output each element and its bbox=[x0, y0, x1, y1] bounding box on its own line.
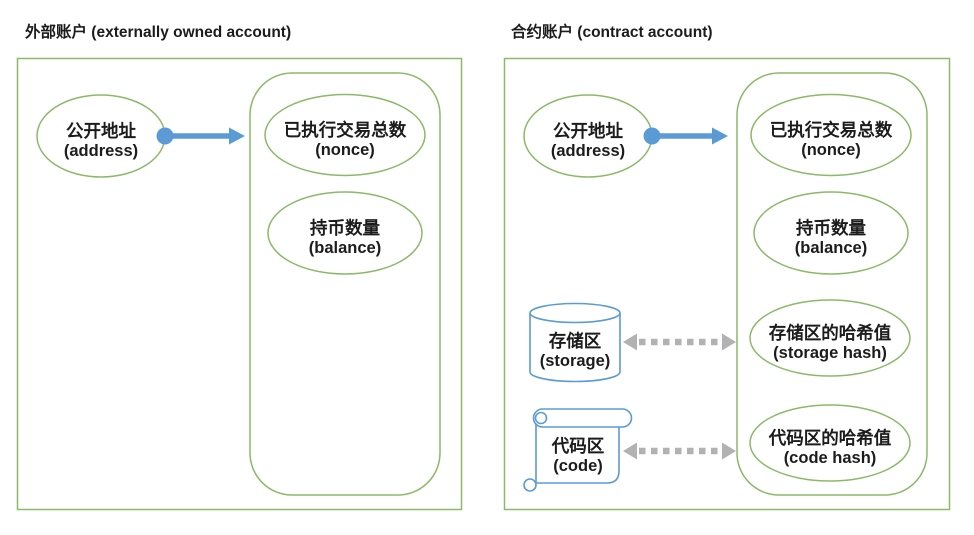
eoa-address-label-zh: 公开地址 bbox=[66, 121, 136, 141]
right-panel-title: 合约账户 (contract account) bbox=[511, 22, 713, 41]
eoa-outer-box bbox=[16, 57, 463, 511]
contract-nonce-label-en: (nonce) bbox=[801, 141, 861, 159]
contract-balance-ellipse bbox=[753, 191, 909, 275]
code-hash-label-zh: 代码区的哈希值 bbox=[768, 428, 892, 448]
contract-address-arrow-icon bbox=[643, 127, 728, 145]
eoa-balance-ellipse bbox=[267, 191, 423, 275]
eoa-nonce-ellipse bbox=[264, 93, 426, 177]
contract-address-label-zh: 公开地址 bbox=[553, 121, 623, 141]
contract-nonce-label-zh: 已执行交易总数 bbox=[770, 120, 893, 140]
storage-hash-label-zh: 存储区的哈希值 bbox=[769, 323, 892, 343]
eoa-state-container bbox=[249, 72, 441, 496]
contract-address-label-en: (address) bbox=[551, 142, 625, 160]
contract-balance-label-en: (balance) bbox=[795, 239, 867, 257]
storage-label-en: (storage) bbox=[540, 352, 611, 370]
eoa-address-arrow-icon bbox=[156, 127, 245, 145]
eoa-nonce-label-zh: 已执行交易总数 bbox=[284, 120, 407, 140]
code-hash-dashed-arrow-icon bbox=[623, 442, 736, 460]
storage-hash-label-en: (storage hash) bbox=[773, 344, 887, 362]
eoa-balance-label-en: (balance) bbox=[309, 239, 381, 257]
eoa-address-label-en: (address) bbox=[64, 142, 138, 160]
contract-code-hash-ellipse bbox=[749, 404, 911, 482]
contract-balance-label-zh: 持币数量 bbox=[796, 218, 866, 238]
code-scroll-icon bbox=[523, 408, 633, 492]
left-panel-title: 外部账户 (externally owned account) bbox=[25, 22, 291, 41]
eoa-nonce-label-en: (nonce) bbox=[315, 141, 375, 159]
contract-nonce-ellipse bbox=[750, 93, 912, 177]
code-hash-label-en: (code hash) bbox=[784, 449, 877, 467]
storage-database-cylinder-icon bbox=[529, 302, 621, 383]
contract-outer-box bbox=[503, 57, 951, 511]
code-label-en: (code) bbox=[553, 457, 603, 475]
contract-state-container bbox=[736, 72, 928, 496]
storage-hash-dashed-arrow-icon bbox=[623, 333, 736, 351]
eoa-balance-label-zh: 持币数量 bbox=[310, 218, 380, 238]
storage-label-zh: 存储区 bbox=[549, 331, 602, 351]
code-label-zh: 代码区 bbox=[551, 436, 605, 456]
contract-storage-hash-ellipse bbox=[749, 299, 911, 377]
